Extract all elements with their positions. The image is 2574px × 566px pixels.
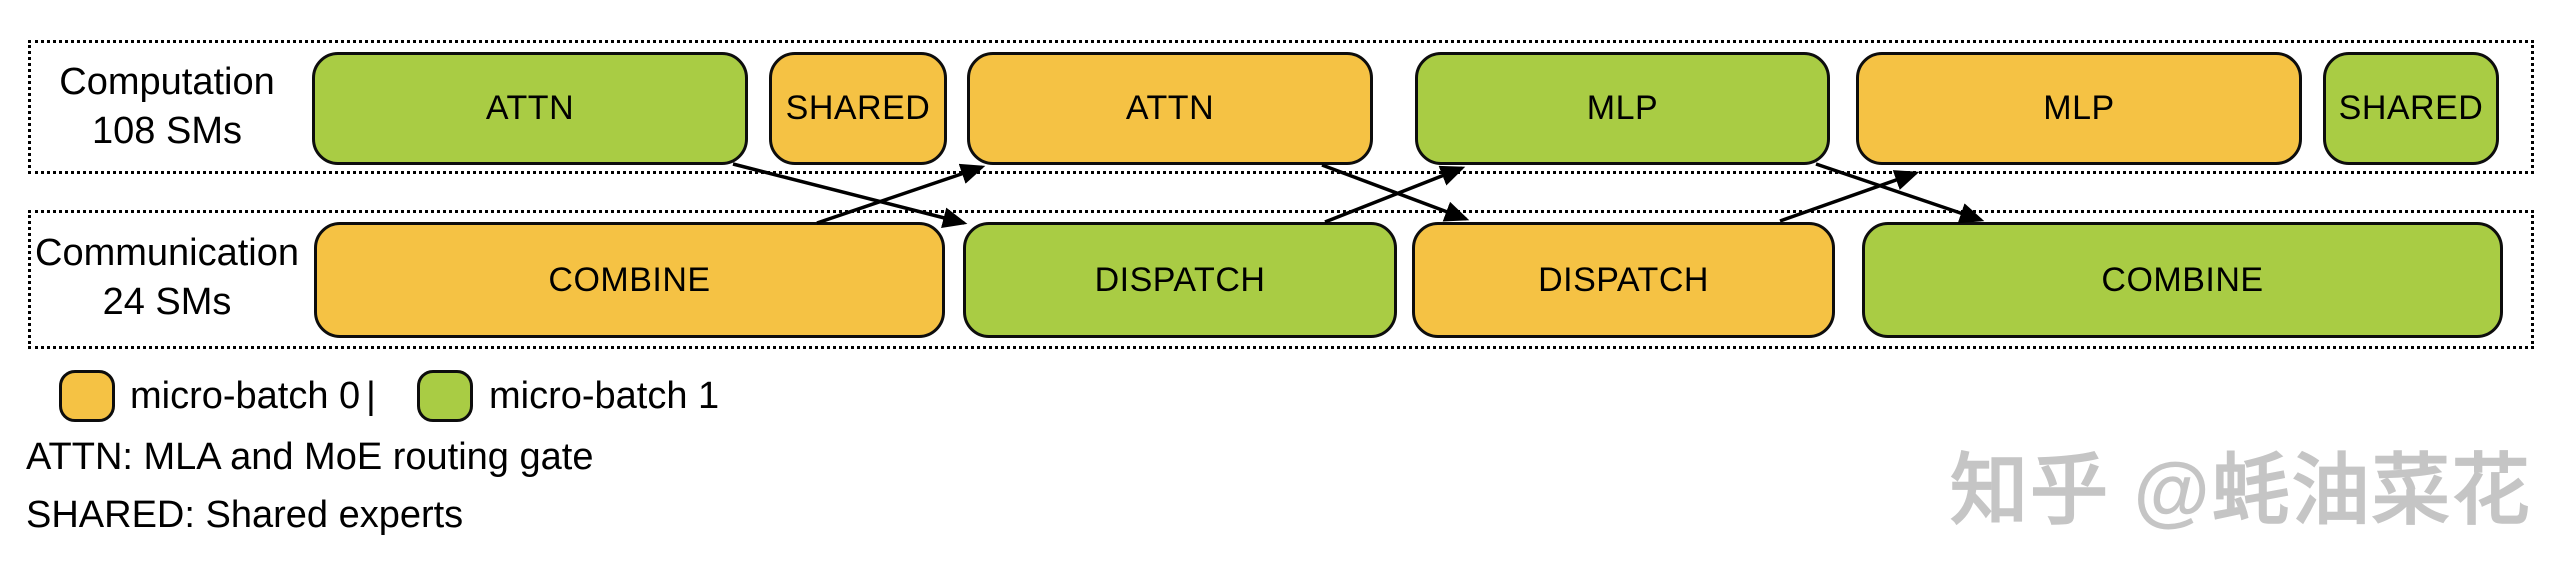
computation-row-label: Computation 108 SMs bbox=[24, 58, 310, 156]
computation-sms-box bbox=[28, 40, 2534, 174]
legend-label-micro-batch-1: micro-batch 1 bbox=[489, 375, 720, 417]
block-combine-mb0: COMBINE bbox=[314, 222, 945, 338]
block-dispatch-mb0: DISPATCH bbox=[1412, 222, 1835, 338]
legend-separator: | bbox=[366, 375, 376, 417]
legend-swatch-micro-batch-0 bbox=[59, 370, 115, 422]
block-attn-mb0: ATTN bbox=[967, 52, 1373, 165]
legend-swatch-micro-batch-1 bbox=[417, 370, 473, 422]
note-shared-definition: SHARED: Shared experts bbox=[26, 494, 464, 536]
block-dispatch-mb1: DISPATCH bbox=[963, 222, 1397, 338]
legend-label-micro-batch-0: micro-batch 0 bbox=[130, 375, 361, 417]
computation-row-label-line2: 108 SMs bbox=[92, 110, 242, 152]
block-combine-mb1: COMBINE bbox=[1862, 222, 2503, 338]
communication-row-label-line1: Communication bbox=[35, 232, 299, 274]
watermark: 知乎 @蚝油菜花 bbox=[1950, 446, 2532, 534]
communication-sms-box bbox=[28, 210, 2534, 349]
block-shared-mb1: SHARED bbox=[2323, 52, 2499, 165]
block-shared-mb0: SHARED bbox=[769, 52, 947, 165]
computation-row-label-line1: Computation bbox=[59, 61, 275, 103]
block-attn-mb1: ATTN bbox=[312, 52, 748, 165]
block-mlp-mb0: MLP bbox=[1856, 52, 2302, 165]
block-mlp-mb1: MLP bbox=[1415, 52, 1830, 165]
communication-row-label: Communication 24 SMs bbox=[24, 229, 310, 327]
communication-row-label-line2: 24 SMs bbox=[102, 281, 232, 323]
note-attn-definition: ATTN: MLA and MoE routing gate bbox=[26, 436, 594, 478]
